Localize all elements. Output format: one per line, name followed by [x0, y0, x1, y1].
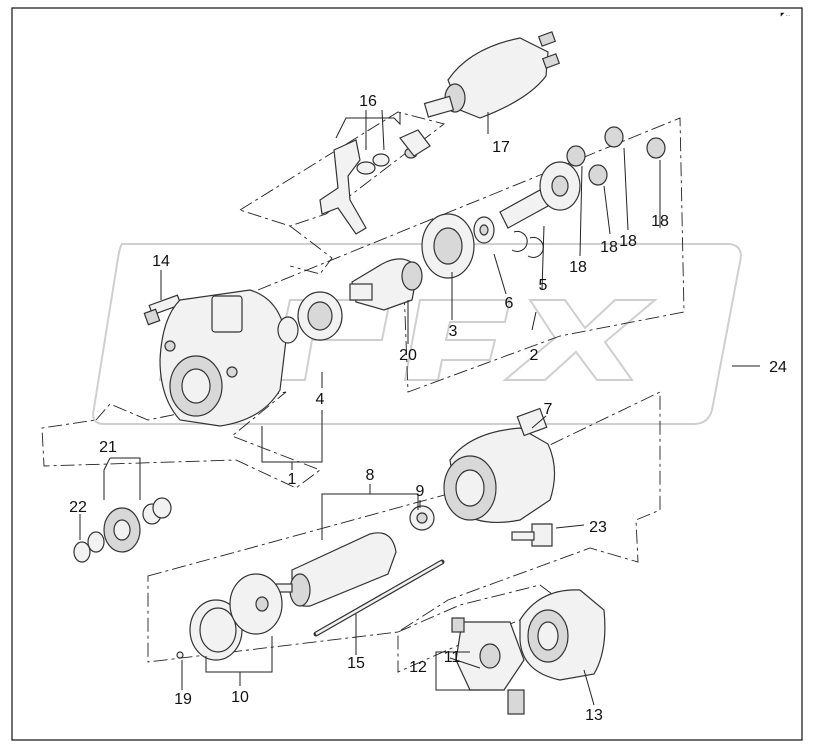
brush-part [511, 523, 553, 547]
internal-gear [421, 213, 475, 279]
bearing-set [277, 291, 343, 344]
callout-15: 15 [347, 655, 365, 672]
planetary-gears [566, 126, 666, 186]
callout-8: 8 [366, 467, 375, 484]
diagram-frame [11, 7, 803, 741]
callout-3: 3 [449, 323, 458, 340]
washer-and-snap-ring [473, 216, 544, 258]
callout-18b: 18 [600, 239, 618, 256]
callout-7: 7 [544, 401, 553, 418]
overrunning-clutch [349, 258, 423, 311]
pinion-spring-set [73, 497, 172, 563]
callout-18d: 18 [651, 213, 669, 230]
shift-lever-set [319, 129, 431, 235]
callout-9: 9 [416, 483, 425, 500]
callout-22: 22 [69, 499, 87, 516]
callout-12: 12 [409, 659, 427, 676]
brush-holder-assembly [451, 617, 525, 715]
callout-18a: 18 [569, 259, 587, 276]
pinion-shaft [499, 161, 581, 229]
callout-21: 21 [99, 439, 117, 456]
callout-24: 24 [769, 359, 787, 376]
callout-17: 17 [492, 139, 510, 156]
callout-23: 23 [589, 519, 607, 536]
rear-end-frame [519, 589, 606, 681]
callout-10: 10 [231, 689, 249, 706]
callout-13: 13 [585, 707, 603, 724]
callout-16: 16 [359, 93, 377, 110]
through-bolt [313, 559, 445, 637]
callout-11: 11 [444, 649, 461, 666]
solenoid-switch [423, 31, 561, 119]
yoke-assembly [443, 407, 556, 524]
callout-6: 6 [505, 295, 514, 312]
callout-labels: 1 2 3 4 5 6 7 8 9 10 11 12 13 14 15 16 1… [69, 93, 787, 724]
callout-5: 5 [539, 277, 548, 294]
callout-14: 14 [152, 253, 170, 270]
front-housing [159, 289, 287, 427]
armature [275, 532, 397, 607]
corner-mark: ◤ ... [781, 12, 790, 18]
callout-2: 2 [530, 347, 539, 364]
callout-1: 1 [288, 471, 297, 488]
callout-19: 19 [174, 691, 192, 708]
end-plate-set [176, 573, 283, 661]
screw-part [143, 294, 182, 326]
assembly-boundaries [41, 111, 685, 673]
armature-bearing [409, 505, 435, 531]
callout-4: 4 [316, 391, 325, 408]
leader-lines [79, 109, 760, 706]
callout-20: 20 [399, 347, 417, 364]
callout-18c: 18 [619, 233, 637, 250]
